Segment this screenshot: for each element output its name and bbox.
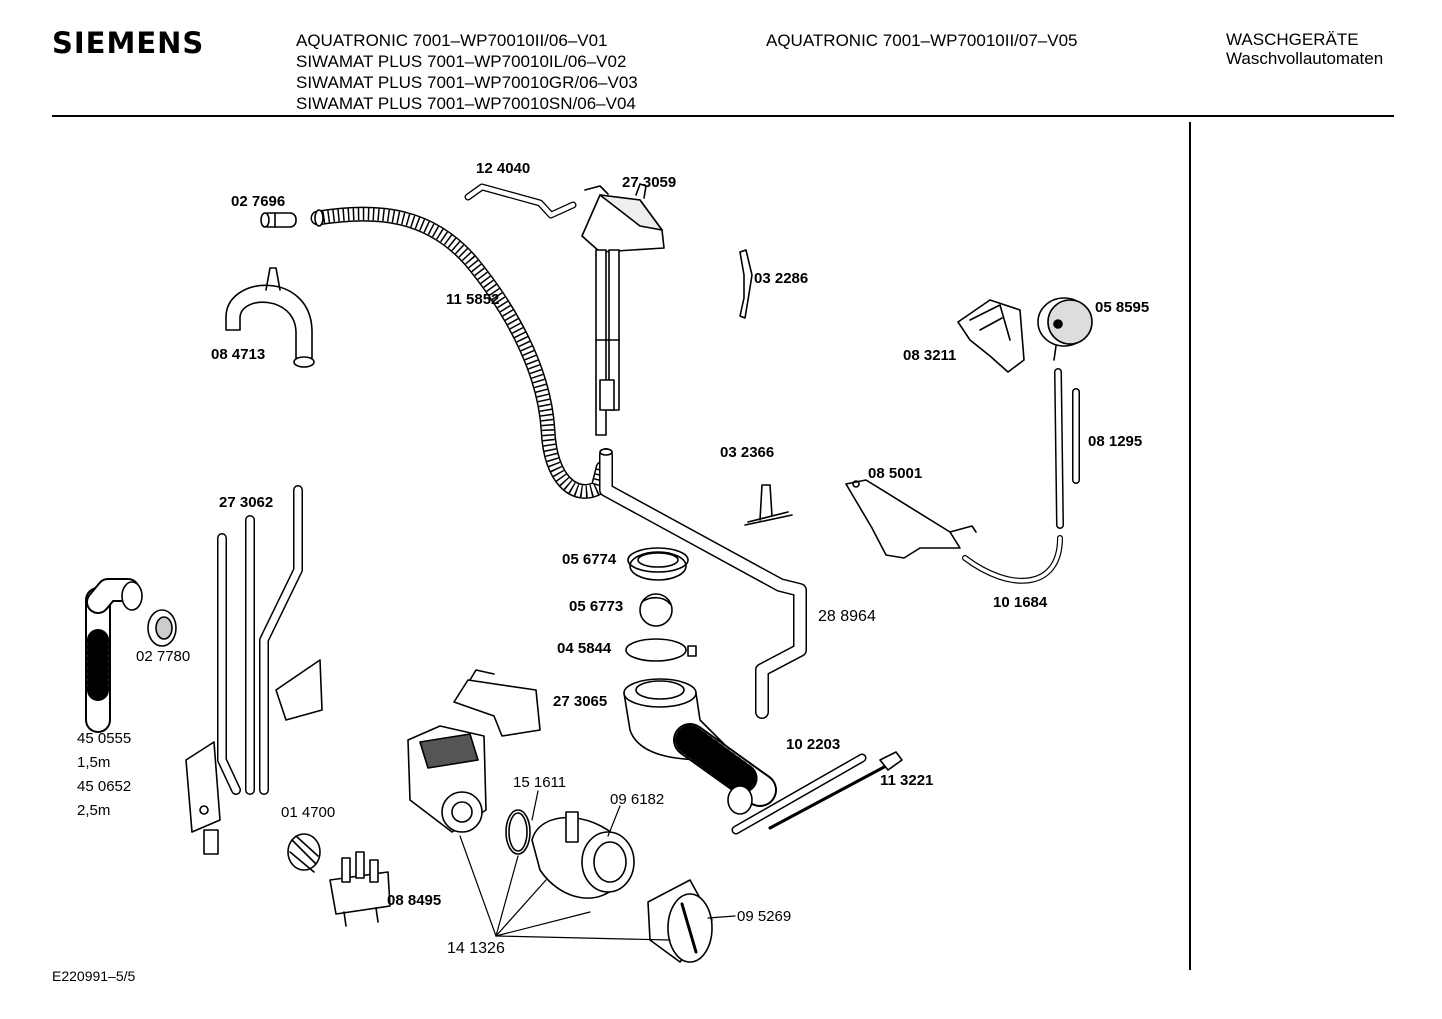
pressure-switch-drawing bbox=[1037, 297, 1093, 361]
sensor-spring-drawing bbox=[287, 833, 321, 873]
part-label-088495: 08 8495 bbox=[387, 892, 442, 909]
siemens-logo: SIEMENS bbox=[52, 26, 205, 60]
part-label-273062: 27 3062 bbox=[219, 494, 274, 511]
part-label-095269: 09 5269 bbox=[737, 908, 792, 925]
pump-cover-drawing bbox=[453, 669, 541, 737]
part-label-027780: 02 7780 bbox=[136, 648, 191, 665]
connecting-pipe-drawing bbox=[599, 448, 807, 719]
part-label-014700: 01 4700 bbox=[281, 804, 336, 821]
model-line: AQUATRONIC 7001–WP70010II/06–V01 bbox=[296, 31, 608, 50]
heater-rods-drawing bbox=[731, 751, 903, 835]
ball-seal-drawing bbox=[627, 547, 689, 581]
pump-housing-drawing bbox=[531, 811, 635, 899]
o-ring-seal-drawing bbox=[505, 809, 531, 855]
corrugated-hose-drawing bbox=[310, 206, 611, 499]
part-label-032286: 03 2286 bbox=[754, 270, 809, 287]
part-label-450555: 45 0555 bbox=[77, 730, 132, 747]
pressure-hose-drawing bbox=[962, 368, 1080, 584]
clip-spring-drawing bbox=[739, 249, 753, 319]
bracket-plate-drawing bbox=[185, 741, 221, 855]
water-valve-drawing bbox=[329, 851, 391, 927]
model-line: SIWAMAT PLUS 7001–WP70010IL/06–V02 bbox=[296, 52, 627, 71]
hose-holder-clip-drawing bbox=[744, 484, 793, 526]
drain-hose-drawing bbox=[85, 578, 143, 733]
category-line: WASCHGERÄTE bbox=[1226, 30, 1359, 49]
lint-filter-drawing bbox=[647, 879, 713, 963]
part-label-056774: 05 6774 bbox=[562, 551, 617, 568]
bent-rod-drawing bbox=[464, 183, 577, 219]
mounting-bracket-drawing bbox=[957, 299, 1025, 373]
part-label-124040: 12 4040 bbox=[476, 160, 531, 177]
part-label-027696: 02 7696 bbox=[231, 193, 286, 210]
part-label-045844: 04 5844 bbox=[557, 640, 612, 657]
category-line: Waschvollautomaten bbox=[1226, 49, 1384, 68]
model-line: AQUATRONIC 7001–WP70010II/07–V05 bbox=[766, 31, 1078, 50]
model-list-primary: AQUATRONIC 7001–WP70010II/06–V01 SIWAMAT… bbox=[296, 30, 638, 114]
model-line: SIWAMAT PLUS 7001–WP70010GR/06–V03 bbox=[296, 73, 638, 92]
union-nut-drawing bbox=[147, 609, 177, 647]
part-label-083211: 08 3211 bbox=[903, 347, 957, 364]
document-id: E220991–5/5 bbox=[52, 968, 136, 984]
part-label-084713: 08 4713 bbox=[211, 346, 266, 363]
hose-clamp-drawing bbox=[225, 267, 315, 368]
overflow-tubes-drawing bbox=[217, 485, 323, 795]
page-column-divider bbox=[1189, 122, 1191, 970]
part-label-085001: 08 5001 bbox=[868, 465, 923, 482]
part-label-058595: 05 8595 bbox=[1095, 299, 1150, 316]
part-label-102203: 10 2203 bbox=[786, 736, 841, 753]
drain-pump-drawing bbox=[407, 725, 487, 833]
header-divider bbox=[52, 115, 1394, 117]
model-list-secondary: AQUATRONIC 7001–WP70010II/07–V05 bbox=[766, 30, 1078, 51]
part-label-289964: 28 8964 bbox=[818, 608, 876, 625]
part-label-450652: 45 0652 bbox=[77, 778, 132, 795]
part-label-115852: 11 5852 bbox=[446, 291, 500, 308]
length-label-450652: 2,5m bbox=[77, 802, 111, 819]
dispenser-tube-assembly-drawing bbox=[581, 183, 665, 436]
part-label-141326: 14 1326 bbox=[447, 940, 505, 957]
float-ball-drawing bbox=[639, 593, 673, 627]
clamp-ring-drawing bbox=[625, 638, 697, 662]
part-label-081295: 08 1295 bbox=[1088, 433, 1143, 450]
model-line: SIWAMAT PLUS 7001–WP70010SN/06–V04 bbox=[296, 94, 636, 113]
appliance-category: WASCHGERÄTE Waschvollautomaten bbox=[1226, 30, 1383, 68]
callout-lines bbox=[459, 790, 736, 941]
hose-connector-drawing bbox=[260, 212, 297, 228]
sump-hose-drawing bbox=[623, 678, 777, 815]
part-label-113221: 11 3221 bbox=[880, 772, 934, 789]
part-label-273059: 27 3059 bbox=[622, 174, 677, 191]
part-label-056773: 05 6773 bbox=[569, 598, 624, 615]
part-label-101684: 10 1684 bbox=[993, 594, 1048, 611]
part-label-273065: 27 3065 bbox=[553, 693, 608, 710]
part-label-151611: 15 1611 bbox=[513, 774, 567, 791]
part-label-096182: 09 6182 bbox=[610, 791, 665, 808]
part-label-032366: 03 2366 bbox=[720, 444, 775, 461]
length-label-450555: 1,5m bbox=[77, 754, 111, 771]
heater-bracket-drawing bbox=[845, 479, 977, 559]
